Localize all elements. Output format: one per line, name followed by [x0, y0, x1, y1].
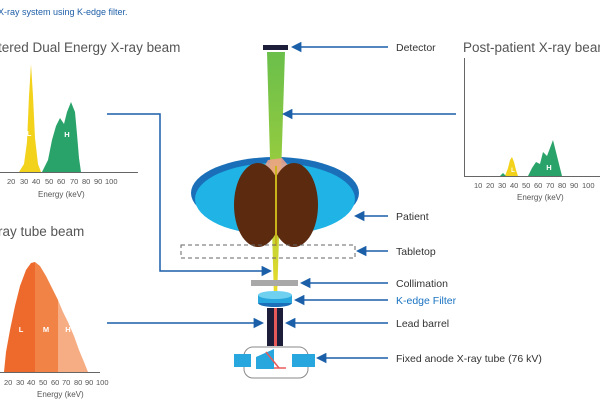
filtered-tick: 90: [94, 177, 102, 186]
post-patient-tick: 20: [486, 181, 494, 190]
tube-spectrum-mid: [35, 262, 58, 372]
tube-tick: 90: [85, 378, 93, 387]
post-patient-tick: 30: [498, 181, 506, 190]
xray-tube-label: Fixed anode X-ray tube (76 kV): [396, 353, 542, 365]
figure-caption: X-ray system using K-edge filter.: [0, 7, 128, 17]
post-patient-low-tail: [500, 173, 506, 176]
tube-tick: 40: [27, 378, 35, 387]
tube-tick: 30: [16, 378, 24, 387]
kedge-filter-label: K-edge Filter: [396, 295, 457, 307]
tube-tick: 60: [51, 378, 59, 387]
tube-mid-label: M: [43, 325, 49, 334]
filtered-tick: 30: [20, 177, 28, 186]
organ-right-lobe: [270, 163, 318, 247]
tube-tick: 70: [62, 378, 70, 387]
post-patient-high-label: H: [546, 163, 551, 172]
collimation-plate: [251, 280, 298, 286]
filtered-low-peak-label: L: [27, 129, 32, 138]
filtered-high-peak: [42, 102, 81, 172]
post-patient-tick: 80: [558, 181, 566, 190]
filtered-low-peak: [19, 64, 41, 172]
kedge-filter-top: [258, 291, 292, 299]
filtered-tick: 20: [7, 177, 15, 186]
post-patient-panel: Post-patient X-ray beam L H 10 20 30 40 …: [463, 40, 600, 202]
filtered-tick: 100: [105, 177, 118, 186]
filtered-ticks: 20 30 40 50 60 70 80 90 100: [7, 177, 118, 186]
post-patient-tick: 70: [546, 181, 554, 190]
filtered-tick: 80: [82, 177, 90, 186]
post-patient-low-peak: [505, 157, 518, 176]
tube-spectrum-high: [58, 300, 88, 372]
filtered-tick: 70: [70, 177, 78, 186]
post-patient-ticks: 10 20 30 40 50 60 70 80 90 100: [474, 181, 595, 190]
organ-left-lobe: [234, 163, 282, 247]
patient-label: Patient: [396, 211, 429, 223]
post-patient-tick: 100: [582, 181, 595, 190]
xray-tube-anode-block: [292, 354, 315, 367]
detector-label: Detector: [396, 42, 436, 54]
tube-tick: 100: [96, 378, 109, 387]
post-patient-tick: 10: [474, 181, 482, 190]
tube-tick: 20: [4, 378, 12, 387]
tube-low-label: L: [19, 325, 24, 334]
lead-barrel-beam: [274, 308, 277, 346]
tube-ticks: 20 30 40 50 60 70 80 90 100: [4, 378, 109, 387]
lead-barrel-label: Lead barrel: [396, 318, 449, 330]
tube-tick: 80: [74, 378, 82, 387]
tube-spectrum-low: [4, 262, 35, 372]
filtered-beam-connector: [107, 113, 273, 277]
xray-tube-electron-path: [265, 351, 280, 369]
detector-bar: [263, 45, 288, 50]
post-patient-tick: 90: [570, 181, 578, 190]
filtered-tick: 60: [57, 177, 65, 186]
post-patient-tick: 50: [522, 181, 530, 190]
filtered-beam-title: tered Dual Energy X-ray beam: [0, 40, 180, 55]
filtered-tick: 40: [32, 177, 40, 186]
filtered-high-peak-label: H: [64, 130, 69, 139]
tube-tick: 50: [39, 378, 47, 387]
filtered-tick: 50: [45, 177, 53, 186]
tube-axis-label: Energy (keV): [37, 390, 84, 399]
post-patient-low-label: L: [511, 168, 515, 174]
xray-tube-cathode: [234, 354, 251, 367]
filtered-axis-label: Energy (keV): [38, 190, 85, 199]
post-patient-tick: 40: [510, 181, 518, 190]
post-patient-tick: 60: [534, 181, 542, 190]
label-arrows: [107, 41, 456, 364]
post-patient-high-peak: [528, 140, 562, 176]
post-patient-axis-label: Energy (keV): [517, 193, 564, 202]
tube-beam-panel: ray tube beam L M H 20 30 40 50 60 70 80…: [0, 224, 109, 399]
tube-high-label: H: [65, 325, 70, 334]
collimation-label: Collimation: [396, 278, 448, 290]
tabletop-label: Tabletop: [396, 246, 436, 258]
tube-beam-title: ray tube beam: [0, 224, 84, 239]
tabletop: [180, 244, 356, 259]
xray-tube-anode: [256, 349, 274, 369]
post-patient-title: Post-patient X-ray beam: [463, 40, 600, 55]
filtered-beam-panel: tered Dual Energy X-ray beam L H 20 30 4…: [0, 40, 180, 199]
